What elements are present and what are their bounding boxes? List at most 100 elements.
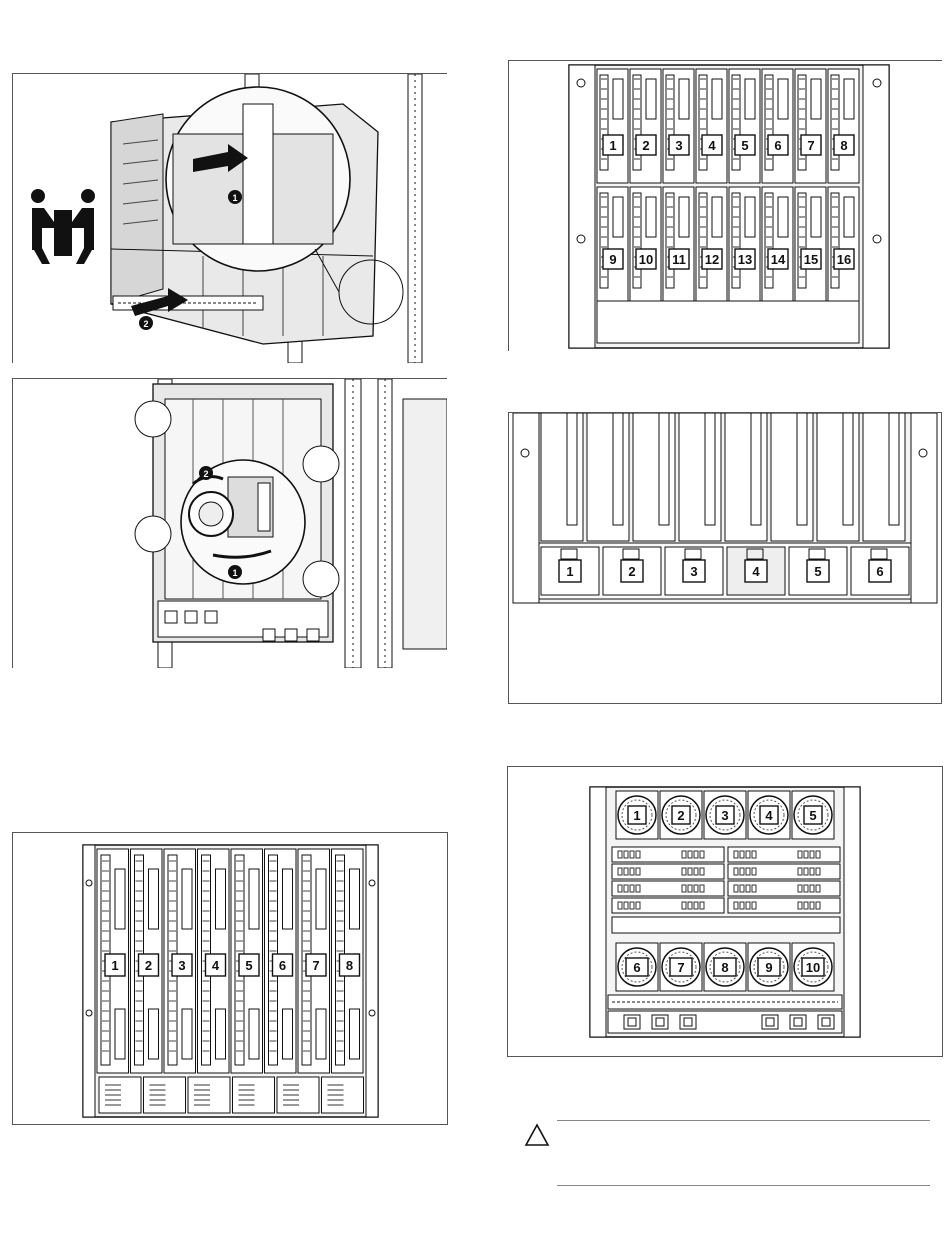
svg-text:6: 6 [876, 564, 883, 579]
bay-label-6: 6 [626, 958, 648, 976]
bay-label-4: 4 [760, 806, 778, 824]
svg-text:13: 13 [738, 252, 752, 267]
bay-label-8: 8 [834, 135, 854, 155]
svg-text:4: 4 [708, 138, 716, 153]
svg-text:4: 4 [765, 808, 773, 823]
svg-text:5: 5 [741, 138, 748, 153]
caution-top-rule [557, 1120, 930, 1121]
figure-fan-bays: 1 2 3 4 5 6 7 8 9 10 [507, 766, 943, 1057]
figure-power-supply-bays: 123456 [508, 412, 942, 704]
svg-text:9: 9 [765, 960, 772, 975]
fan-bay: 10 [792, 943, 834, 991]
blade-bay: 8 [332, 849, 364, 1073]
power-supply-bay: 2 [603, 547, 661, 595]
bay-label-1: 1 [105, 954, 125, 976]
svg-text:10: 10 [806, 960, 820, 975]
svg-text:2: 2 [145, 958, 152, 973]
callout-2: 2 [203, 469, 208, 479]
interconnect-bay [728, 864, 840, 879]
fan-bay: 2 [660, 791, 702, 839]
svg-text:6: 6 [279, 958, 286, 973]
power-inlet [652, 1015, 668, 1029]
bay-label-2: 2 [139, 954, 159, 976]
power-inlet [680, 1015, 696, 1029]
figure-rack-thumbscrews: 2 1 [12, 378, 447, 668]
bay-label-10: 10 [802, 958, 824, 976]
power-inlet [790, 1015, 806, 1029]
svg-text:6: 6 [774, 138, 781, 153]
bay-label-4: 4 [702, 135, 722, 155]
bay-label-7: 7 [670, 958, 692, 976]
blade-bay: 6 [265, 849, 297, 1073]
interconnect-bay [728, 847, 840, 862]
svg-text:11: 11 [672, 252, 686, 267]
blade-bay: 6 [762, 69, 793, 183]
bay-label-16: 16 [834, 249, 854, 269]
svg-text:3: 3 [675, 138, 682, 153]
bay-label-3: 3 [716, 806, 734, 824]
bay-label-9: 9 [758, 958, 780, 976]
bay-label-1: 1 [628, 806, 646, 824]
bay-label-7: 7 [801, 135, 821, 155]
bay-label-5: 5 [239, 954, 259, 976]
svg-text:8: 8 [840, 138, 847, 153]
svg-text:1: 1 [111, 958, 118, 973]
bay-label-5: 5 [735, 135, 755, 155]
callout-1: 1 [232, 193, 237, 203]
blade-bay: 2 [630, 69, 661, 183]
svg-text:5: 5 [809, 808, 816, 823]
blade-bay: 5 [231, 849, 263, 1073]
bay-label-14: 14 [768, 249, 788, 269]
interconnect-bay [612, 847, 724, 862]
blade-bay: 3 [663, 69, 694, 183]
blade-bay: 1 [97, 849, 129, 1073]
blade-bay: 8 [828, 69, 859, 183]
svg-text:15: 15 [804, 252, 818, 267]
interconnect-bay [612, 881, 724, 896]
bay-label-11: 11 [669, 249, 689, 269]
svg-text:1: 1 [566, 564, 573, 579]
svg-text:8: 8 [346, 958, 353, 973]
svg-text:1: 1 [633, 808, 640, 823]
power-supply-bay: 1 [541, 547, 599, 595]
fan-bay: 9 [748, 943, 790, 991]
fan-bay: 6 [616, 943, 658, 991]
power-supply-bay: 6 [851, 547, 909, 595]
bay-label-8: 8 [714, 958, 736, 976]
fan-bay: 5 [792, 791, 834, 839]
interconnect-bay [728, 898, 840, 913]
bay-label-15: 15 [801, 249, 821, 269]
svg-text:16: 16 [837, 252, 851, 267]
psu-slot [322, 1077, 364, 1113]
blade-bay: 10 [630, 187, 661, 301]
blade-bay: 5 [729, 69, 760, 183]
power-inlet [624, 1015, 640, 1029]
power-supply-bay: 4 [727, 547, 785, 595]
bay-label-12: 12 [702, 249, 722, 269]
svg-text:3: 3 [721, 808, 728, 823]
bay-label-6: 6 [869, 560, 891, 582]
svg-text:7: 7 [312, 958, 319, 973]
bay-label-6: 6 [768, 135, 788, 155]
bay-label-2: 2 [621, 560, 643, 582]
fan-bay: 7 [660, 943, 702, 991]
blade-bay: 3 [164, 849, 196, 1073]
bay-label-2: 2 [636, 135, 656, 155]
svg-text:6: 6 [633, 960, 640, 975]
blade-bay: 9 [597, 187, 628, 301]
callout-1: 1 [232, 568, 237, 578]
svg-text:2: 2 [628, 564, 635, 579]
fan-bay: 3 [704, 791, 746, 839]
svg-text:8: 8 [721, 960, 728, 975]
svg-text:4: 4 [212, 958, 220, 973]
fan-bay: 8 [704, 943, 746, 991]
psu-slot [99, 1077, 141, 1113]
two-person-lift-icon [28, 188, 98, 266]
blade-bay: 7 [795, 69, 826, 183]
bay-label-13: 13 [735, 249, 755, 269]
svg-text:9: 9 [609, 252, 616, 267]
svg-text:2: 2 [642, 138, 649, 153]
power-inlet [762, 1015, 778, 1029]
power-supply-bay: 5 [789, 547, 847, 595]
